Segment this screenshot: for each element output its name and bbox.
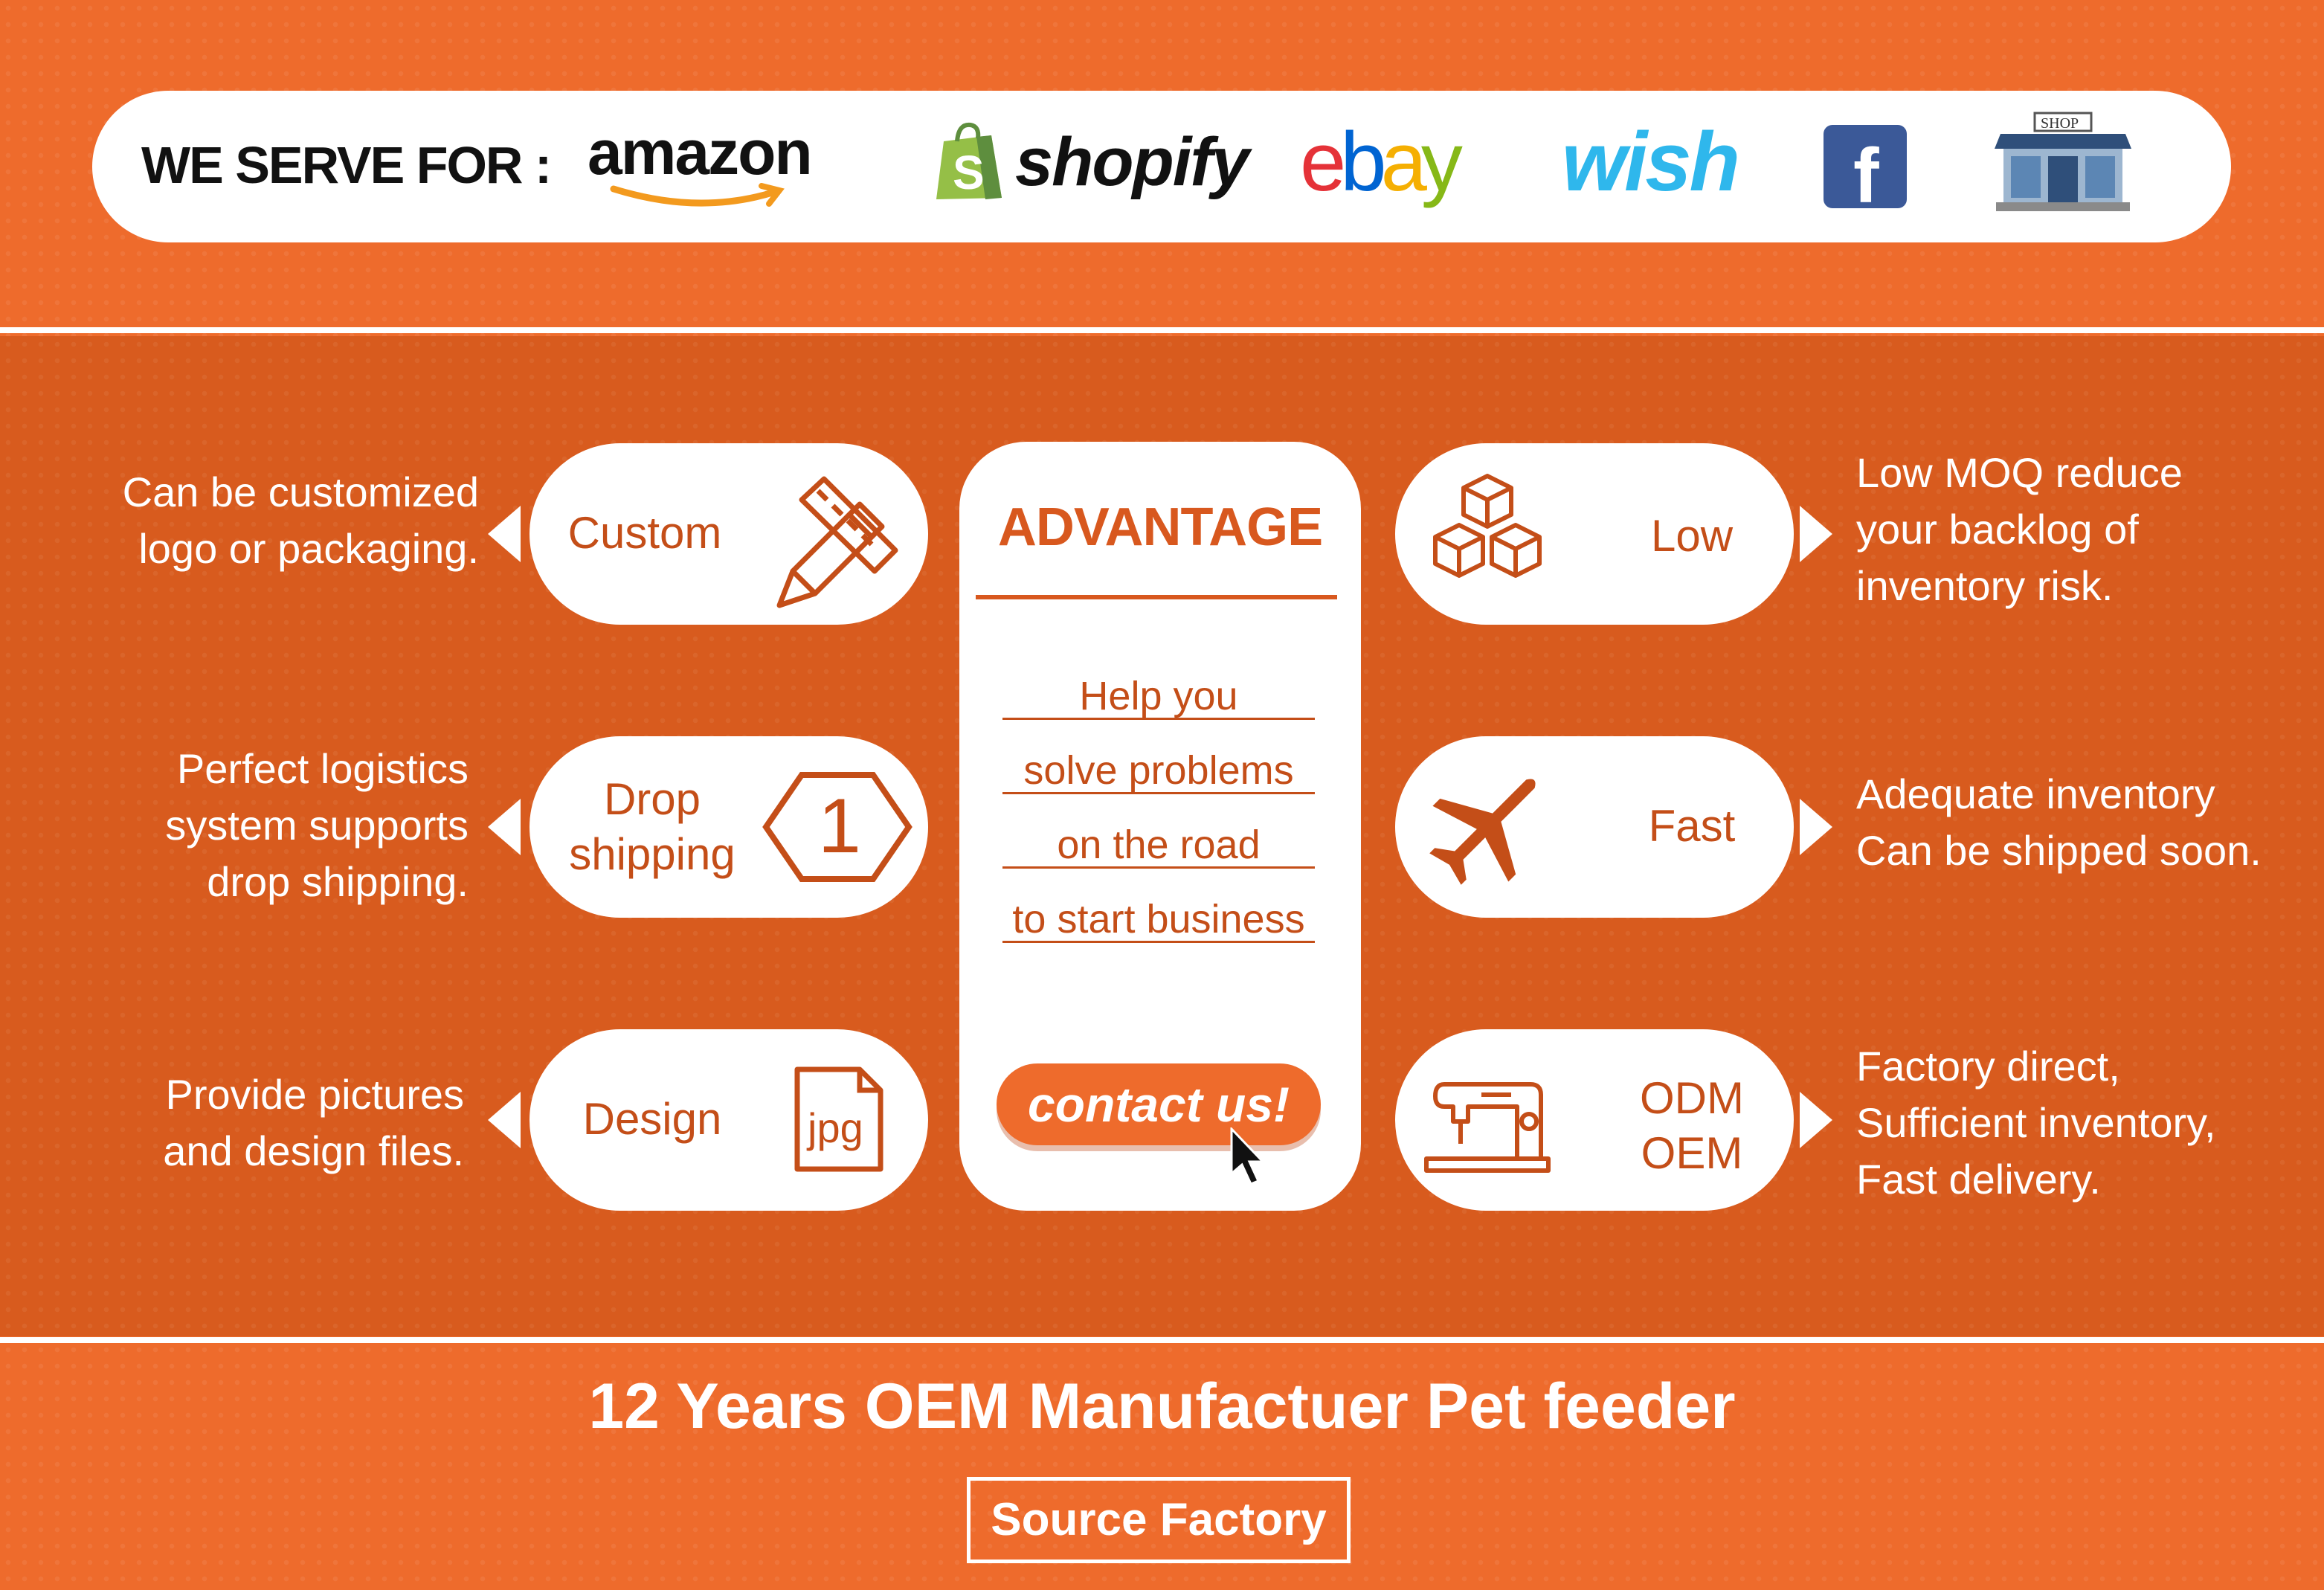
fast-desc-line-1: Adequate inventory: [1856, 770, 2215, 817]
fast-desc-line-2: Can be shipped soon.: [1856, 827, 2262, 874]
svg-text:S: S: [953, 146, 985, 199]
advantage-title: ADVANTAGE: [997, 498, 1323, 557]
design-icon-wrap: jpg: [750, 1032, 925, 1208]
contact-us-button[interactable]: contact us!: [997, 1063, 1321, 1145]
design-arrow-icon: [488, 1092, 521, 1148]
design-label: Design: [582, 1094, 722, 1144]
shopify-logo-text: shopify: [1015, 124, 1249, 200]
storefront-icon: SHOP: [1995, 112, 2131, 211]
facebook-logo[interactable]: f: [1824, 125, 1907, 219]
drop-label-line-1: Drop: [603, 774, 701, 824]
amazon-logo[interactable]: amazon: [588, 119, 833, 216]
shopify-bag-icon: S: [936, 122, 1002, 199]
ebay-letter-e: e: [1300, 115, 1346, 208]
jpg-text: jpg: [806, 1104, 863, 1151]
sewing-machine-icon: [1424, 1082, 1551, 1173]
custom-desc-line-1: Can be customized: [122, 469, 479, 515]
design-desc-line-1: Provide pictures: [165, 1071, 464, 1118]
source-factory-badge: Source Factory: [967, 1477, 1351, 1563]
hexagon-number: 1: [818, 783, 861, 869]
advantage-rule: [976, 595, 1337, 599]
drop-desc-line-3: drop shipping.: [207, 858, 469, 905]
help-line-1: Help you: [1002, 672, 1315, 720]
low-icon-wrap: [1400, 446, 1575, 622]
serve-label: WE SERVE FOR :: [141, 136, 552, 194]
airplane-icon: [1429, 779, 1536, 885]
low-arrow-icon: [1800, 506, 1832, 562]
low-desc-line-3: inventory risk.: [1856, 562, 2114, 609]
fast-description: Adequate inventory Can be shipped soon.: [1856, 766, 2310, 879]
low-description: Low MOQ reduce your backlog of inventory…: [1856, 445, 2302, 614]
help-line-4: to start business: [1002, 895, 1315, 943]
ebay-letter-b: b: [1340, 115, 1386, 208]
custom-arrow-icon: [488, 506, 521, 562]
drop-shipping-description: Perfect logistics system supports drop s…: [62, 741, 469, 910]
odm-desc-line-2: Sufficient inventory,: [1856, 1099, 2216, 1146]
drop-arrow-icon: [488, 799, 521, 855]
shop-logo[interactable]: SHOP: [1990, 112, 2136, 216]
pencil-ruler-icon: [776, 476, 898, 608]
low-desc-line-2: your backlog of: [1856, 506, 2139, 553]
shop-sign-text: SHOP: [2041, 115, 2079, 132]
design-description: Provide pictures and design files.: [62, 1066, 464, 1179]
ebay-letter-a: a: [1380, 115, 1427, 208]
divider-bottom: [0, 1337, 2324, 1343]
odm-arrow-icon: [1800, 1092, 1832, 1148]
shopify-logo[interactable]: S shopify: [933, 119, 1249, 208]
odm-label-line-2: OEM: [1641, 1128, 1743, 1178]
help-line-2: solve problems: [1002, 747, 1315, 794]
custom-label: Custom: [567, 508, 722, 558]
drop-label-line-2: shipping: [569, 829, 735, 879]
custom-icon-wrap: [750, 446, 925, 622]
drop-shipping-label: Drop shipping: [552, 772, 753, 882]
odm-desc-line-1: Factory direct,: [1856, 1043, 2120, 1089]
ebay-logo[interactable]: ebay: [1300, 118, 1493, 214]
divider-top: [0, 327, 2324, 333]
odm-desc-line-3: Fast delivery.: [1856, 1156, 2101, 1203]
odm-icon-wrap: [1400, 1032, 1575, 1208]
drop-icon-wrap: 1: [750, 739, 925, 915]
fast-label: Fast: [1648, 801, 1736, 851]
wish-logo[interactable]: wish: [1562, 115, 1740, 208]
design-desc-line-2: and design files.: [163, 1127, 464, 1174]
hexagon-one-icon: 1: [762, 772, 912, 882]
drop-desc-line-1: Perfect logistics: [176, 745, 469, 792]
odm-label-line-1: ODM: [1640, 1073, 1744, 1123]
footer-title: 12 Years OEM Manufactuer Pet feeder: [588, 1371, 1736, 1442]
ebay-letter-y: y: [1420, 115, 1463, 208]
facebook-letter: f: [1853, 133, 1879, 208]
amazon-smile-icon: [610, 183, 785, 207]
low-label: Low: [1650, 511, 1734, 561]
mouse-cursor-icon: [1230, 1127, 1266, 1185]
facebook-icon: f: [1824, 125, 1907, 219]
odm-oem-label: ODM OEM: [1591, 1071, 1792, 1181]
odm-oem-description: Factory direct, Sufficient inventory, Fa…: [1856, 1038, 2310, 1208]
jpg-file-icon: jpg: [794, 1066, 883, 1172]
fast-icon-wrap: [1400, 739, 1575, 915]
custom-description: Can be customized logo or packaging.: [62, 464, 479, 577]
boxes-icon: [1433, 474, 1542, 578]
help-line-3: on the road: [1002, 821, 1315, 869]
fast-arrow-icon: [1800, 799, 1832, 855]
drop-desc-line-2: system supports: [165, 802, 469, 849]
low-desc-line-1: Low MOQ reduce: [1856, 449, 2183, 496]
custom-desc-line-2: logo or packaging.: [138, 525, 479, 572]
amazon-logo-text: amazon: [588, 118, 813, 187]
